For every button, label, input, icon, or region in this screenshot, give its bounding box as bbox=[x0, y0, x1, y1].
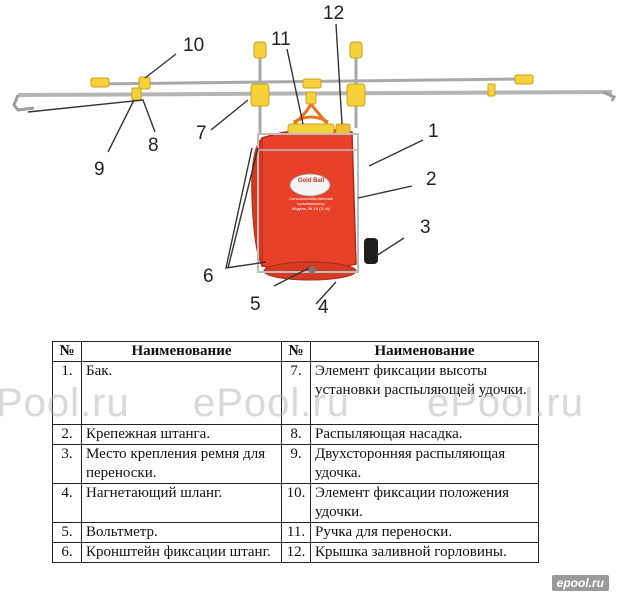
table-row: 2. Крепежная штанга. 8. Распыляющая наса… bbox=[52, 424, 539, 445]
table-row: 3. Место крепления ремня для переноски. … bbox=[52, 444, 539, 484]
row-name-left: Бак. bbox=[81, 361, 282, 425]
table-row: 5. Вольтметр. 11. Ручка для переноски. bbox=[52, 522, 539, 543]
callout-10: 10 bbox=[183, 35, 205, 56]
tank-badge: Gold Ball bbox=[297, 178, 325, 184]
row-name-left: Крепежная штанга. bbox=[81, 424, 282, 445]
callout-2: 2 bbox=[426, 169, 437, 190]
callout-11: 11 bbox=[271, 29, 291, 50]
callout-5: 5 bbox=[250, 294, 261, 315]
callout-6: 6 bbox=[203, 266, 214, 287]
tank-label: Gold Ball № 1 Сельскохозяйственный пульв… bbox=[282, 178, 340, 211]
row-num-right: 9. bbox=[281, 444, 311, 484]
leader-lines bbox=[27, 23, 424, 305]
callout-1: 1 bbox=[428, 121, 439, 142]
parts-table: № Наименование № Наименование 1. Бак. 7.… bbox=[52, 341, 539, 563]
callout-7: 7 bbox=[196, 123, 207, 144]
row-name-right: Элемент фиксации положения удочки. bbox=[310, 483, 539, 523]
callout-9: 9 bbox=[94, 159, 105, 180]
table-header-row: № Наименование № Наименование bbox=[52, 341, 539, 362]
row-name-left: Кронштейн фиксации штанг. bbox=[81, 542, 282, 563]
tank-line-1: Сельскохозяйственный bbox=[289, 196, 333, 201]
row-num-left: 5. bbox=[52, 522, 82, 543]
row-num-left: 1. bbox=[52, 361, 82, 425]
row-num-left: 3. bbox=[52, 444, 82, 484]
row-num-left: 2. bbox=[52, 424, 82, 445]
row-num-right: 11. bbox=[281, 522, 311, 543]
row-name-left: Вольтметр. bbox=[81, 522, 282, 543]
callout-12: 12 bbox=[323, 3, 345, 24]
row-name-right: Элемент фиксации высоты установки распыл… bbox=[310, 361, 539, 425]
row-num-right: 10. bbox=[281, 483, 311, 523]
header-num-2: № bbox=[281, 341, 311, 362]
tank-model: № 1 bbox=[306, 190, 316, 196]
header-num-1: № bbox=[52, 341, 82, 362]
row-num-right: 12. bbox=[281, 542, 311, 563]
row-name-left: Нагнетающий шланг. bbox=[81, 483, 282, 523]
callout-4: 4 bbox=[318, 297, 329, 318]
header-name-1: Наименование bbox=[81, 341, 282, 362]
row-name-right: Ручка для переноски. bbox=[310, 522, 539, 543]
row-name-left: Место крепления ремня для переноски. bbox=[81, 444, 282, 484]
row-num-right: 7. bbox=[281, 361, 311, 425]
site-logo: epool.ru bbox=[551, 575, 609, 591]
row-name-right: Распыляющая насадка. bbox=[310, 424, 539, 445]
header-name-2: Наименование bbox=[310, 341, 539, 362]
table-row: 6. Кронштейн фиксации штанг. 12. Крышка … bbox=[52, 542, 539, 563]
callout-8: 8 bbox=[148, 135, 159, 156]
row-num-right: 8. bbox=[281, 424, 311, 445]
row-num-left: 6. bbox=[52, 542, 82, 563]
row-num-left: 4. bbox=[52, 483, 82, 523]
sprayer-diagram bbox=[12, 23, 617, 305]
tank-line-3: Модель ЛК-16 (Л-16) bbox=[291, 206, 331, 211]
tank-line-2: пульверизатор bbox=[297, 201, 325, 206]
table-row: 4. Нагнетающий шланг. 10. Элемент фиксац… bbox=[52, 483, 539, 523]
tank bbox=[251, 115, 378, 281]
row-name-right: Двухсторонняя распыляющая удочка. bbox=[310, 444, 539, 484]
row-name-right: Крышка заливной горловины. bbox=[310, 542, 539, 563]
rod-fixing-elements bbox=[90, 74, 534, 101]
callout-3: 3 bbox=[420, 217, 431, 238]
table-row: 1. Бак. 7. Элемент фиксации высоты устан… bbox=[52, 361, 539, 425]
